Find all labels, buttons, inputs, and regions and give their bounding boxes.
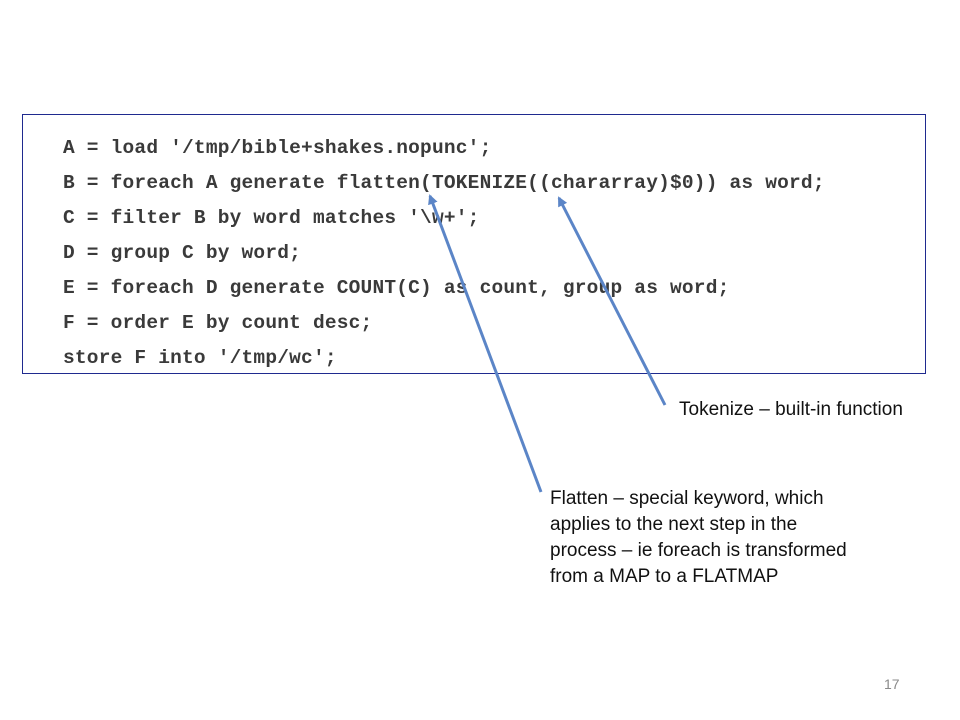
code-line-filter: C = filter B by word matches '\w+'; (63, 207, 480, 229)
code-line-store: store F into '/tmp/wc'; (63, 347, 337, 369)
code-block: A = load '/tmp/bible+shakes.nopunc'; B =… (22, 114, 926, 374)
code-line-load: A = load '/tmp/bible+shakes.nopunc'; (63, 137, 492, 159)
code-line-foreach-tokenize: B = foreach A generate flatten(TOKENIZE(… (63, 172, 825, 194)
flatten-annotation-line: Flatten – special keyword, which (550, 488, 824, 509)
code-line-group: D = group C by word; (63, 242, 302, 264)
flatten-annotation-line: applies to the next step in the (550, 514, 798, 535)
tokenize-annotation: Tokenize – built-in function (679, 399, 903, 420)
flatten-annotation-line: process – ie foreach is transformed (550, 540, 847, 561)
flatten-annotation-line: from a MAP to a FLATMAP (550, 566, 779, 587)
code-line-foreach-count: E = foreach D generate COUNT(C) as count… (63, 277, 730, 299)
flatten-annotation: Flatten – special keyword, which applies… (550, 486, 910, 590)
code-line-order: F = order E by count desc; (63, 312, 373, 334)
page-number: 17 (884, 676, 900, 692)
